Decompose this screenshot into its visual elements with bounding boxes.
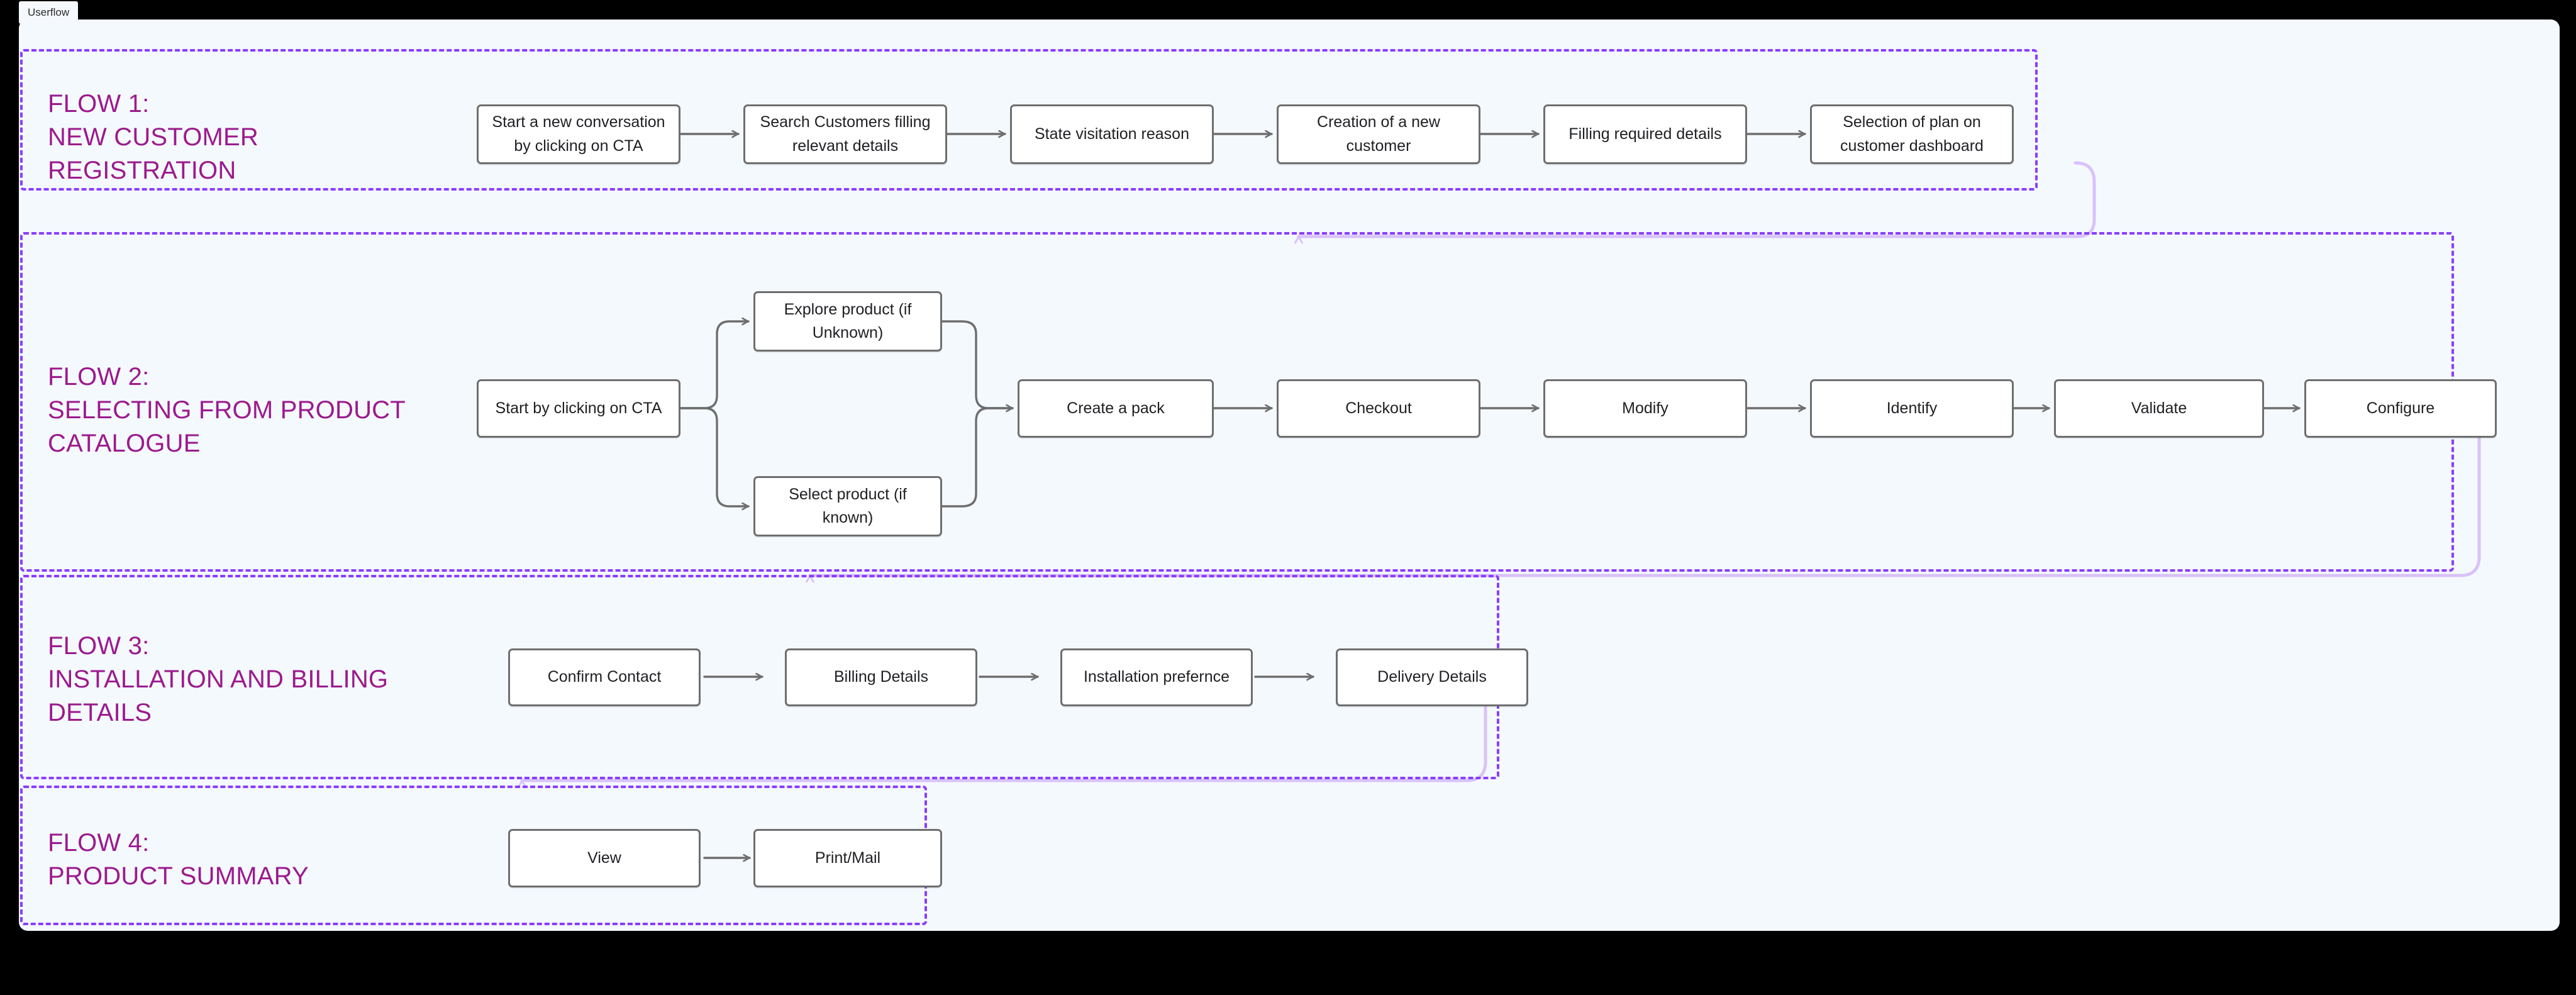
node-f2-n7[interactable]: Identify xyxy=(1810,379,2014,438)
node-label: Start a new conversation by clicking on … xyxy=(492,113,665,155)
node-label: Billing Details xyxy=(833,668,929,686)
node-label: Search Customers filling relevant detail… xyxy=(760,113,931,155)
node-label: Print/Mail xyxy=(814,848,881,867)
flow-frame-1[interactable] xyxy=(20,49,2038,191)
flow-title-3: FLOW 3: INSTALLATION AND BILLING DETAILS xyxy=(48,632,389,726)
node-label: Identify xyxy=(1886,399,1938,417)
node-f2-n3[interactable]: Select product (if known) xyxy=(753,476,942,536)
node-label: State visitation reason xyxy=(1035,125,1189,143)
node-label: Delivery Details xyxy=(1377,668,1487,686)
node-label: Selection of plan on customer dashboard xyxy=(1840,113,1984,155)
flow-title-1: FLOW 1: NEW CUSTOMER REGISTRATION xyxy=(48,90,258,184)
node-f2-n9[interactable]: Configure xyxy=(2304,379,2497,438)
node-f1-n4[interactable]: Creation of a new customer xyxy=(1277,104,1480,164)
node-f2-n6[interactable]: Modify xyxy=(1543,379,1747,438)
node-label: Checkout xyxy=(1345,399,1412,417)
node-label: Create a pack xyxy=(1067,399,1165,417)
node-label: Validate xyxy=(2131,399,2187,417)
node-f1-n2[interactable]: Search Customers filling relevant detail… xyxy=(743,104,947,164)
userflow-tab[interactable]: Userflow xyxy=(19,1,79,24)
node-label: Select product (if known) xyxy=(789,485,907,527)
flow-title-2: FLOW 2: SELECTING FROM PRODUCT CATALOGUE xyxy=(48,363,406,457)
node-f1-n1[interactable]: Start a new conversation by clicking on … xyxy=(477,104,680,164)
node-f3-n1[interactable]: Confirm Contact xyxy=(508,648,701,706)
node-label: Confirm Contact xyxy=(547,668,662,686)
node-label: Installation prefernce xyxy=(1083,668,1230,686)
diagram-canvas[interactable]: FLOW 1: NEW CUSTOMER REGISTRATION Start … xyxy=(19,19,2560,931)
node-label: Creation of a new customer xyxy=(1317,113,1440,155)
node-f2-n8[interactable]: Validate xyxy=(2054,379,2264,438)
node-f2-n5[interactable]: Checkout xyxy=(1277,379,1480,438)
node-label: Filling required details xyxy=(1568,125,1722,143)
node-f4-n1[interactable]: View xyxy=(508,829,701,887)
node-f2-n4[interactable]: Create a pack xyxy=(1018,379,1214,438)
node-f3-n4[interactable]: Delivery Details xyxy=(1336,648,1528,706)
node-f3-n3[interactable]: Installation prefernce xyxy=(1060,648,1253,706)
node-label: Explore product (if Unknown) xyxy=(784,300,912,342)
flow-title-4: FLOW 4: PRODUCT SUMMARY xyxy=(48,829,309,890)
node-f2-n1[interactable]: Start by clicking on CTA xyxy=(477,379,680,438)
node-f1-n3[interactable]: State visitation reason xyxy=(1010,104,1214,164)
node-label: Modify xyxy=(1622,399,1668,417)
node-f4-n2[interactable]: Print/Mail xyxy=(753,829,942,887)
node-label: Configure xyxy=(2366,399,2435,417)
node-f1-n6[interactable]: Selection of plan on customer dashboard xyxy=(1810,104,2014,164)
node-f2-n2[interactable]: Explore product (if Unknown) xyxy=(753,291,942,352)
node-label: View xyxy=(587,848,621,867)
node-f1-n5[interactable]: Filling required details xyxy=(1543,104,1747,164)
node-f3-n2[interactable]: Billing Details xyxy=(785,648,977,706)
node-label: Start by clicking on CTA xyxy=(495,399,662,417)
